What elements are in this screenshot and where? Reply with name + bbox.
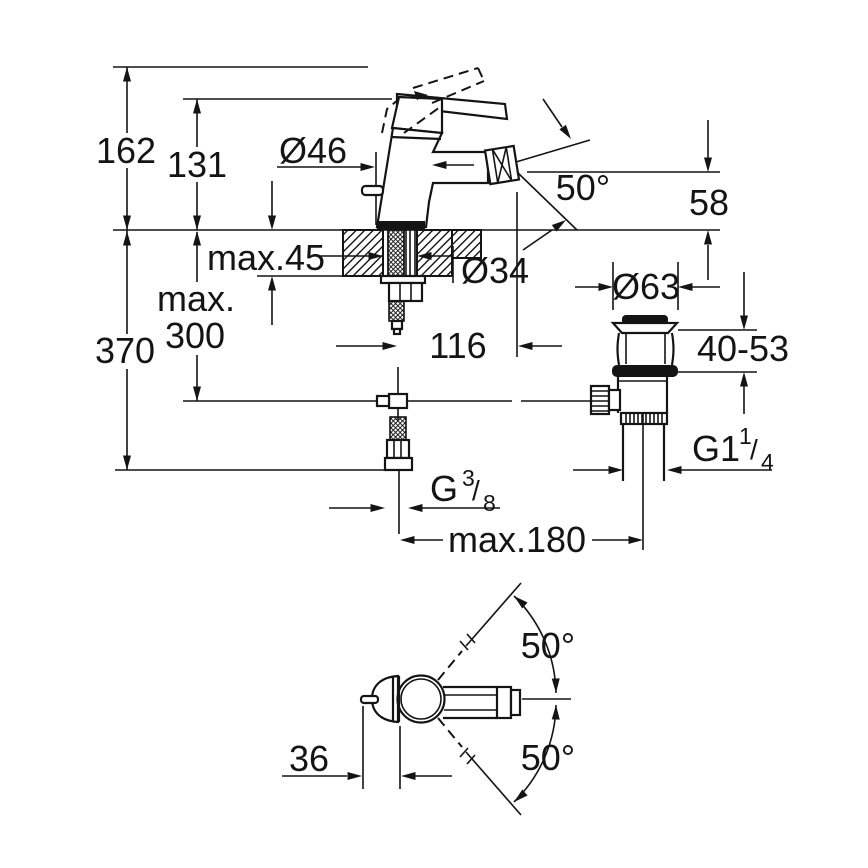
supply-thread-denominator: 8 [483, 490, 496, 516]
top-view-tab [359, 694, 380, 705]
dimension-116: 116 [336, 325, 562, 366]
supply-thread-slash: / [472, 475, 480, 506]
dim-label-overall-height: 162 [96, 130, 156, 171]
dimension-o46: Ø46 [277, 130, 474, 171]
waste-assembly [589, 315, 680, 550]
waste-thread-band [619, 411, 669, 426]
dimension-40-53: 40-53 [697, 272, 789, 414]
dimension-58: 58 [689, 120, 729, 280]
dimension-36: 36 [282, 706, 452, 789]
waste-flange [612, 365, 678, 377]
dimension-max300: max. 300 [157, 231, 235, 401]
side-view: 162 131 370 max. 300 max.45 [95, 66, 789, 560]
dimension-g38: G 3 / 8 [329, 465, 500, 516]
dim-label-body-height: 131 [167, 144, 227, 185]
waste-thread-denominator: 4 [761, 449, 774, 475]
supply-thread-numerator: 3 [462, 465, 475, 491]
dim-label-supply-thread: G [430, 468, 458, 509]
dim-label-spray-angle: 50° [556, 167, 610, 208]
supply-thread-nut [385, 438, 411, 460]
dim-label-hole-diameter: Ø34 [461, 250, 529, 291]
body-outline [375, 126, 490, 229]
dim-label-deck-thickness: max.45 [207, 237, 325, 278]
spray-outlet [483, 144, 521, 186]
faucet-body [360, 67, 591, 251]
dimension-162: 162 [96, 67, 156, 230]
dimension-370: 370 [95, 230, 155, 470]
spray-angle-rays [515, 98, 591, 251]
mounting-nut [387, 281, 424, 303]
top-view-body [359, 674, 571, 724]
raised-lever-dashed [381, 67, 485, 134]
supply-shank [379, 229, 427, 336]
pop-up-rod [375, 367, 414, 534]
dim-label-hose-depth-2: 300 [165, 315, 225, 356]
mounting-deck-section [342, 229, 482, 277]
dim-label-flange-range: 40-53 [697, 328, 789, 369]
handle-swivel-rays: 50° 50° [437, 582, 575, 816]
dimension-g114: G1 1 / 4 [573, 423, 774, 475]
dimension-spray-angle: 50° [556, 167, 610, 208]
dimension-max180: max.180 [400, 519, 643, 560]
dim-label-waste-thread: G1 [692, 428, 740, 469]
dim-label-swivel-down: 50° [521, 737, 575, 778]
dimension-131: 131 [167, 99, 227, 230]
dim-label-waste-cap-diameter: Ø63 [612, 266, 680, 307]
dimension-max45: max.45 [207, 181, 325, 325]
dim-label-swivel-up: 50° [521, 625, 575, 666]
dim-label-hose-depth-1: max. [157, 278, 235, 319]
waste-thread-slash: / [750, 434, 758, 465]
dimension-o34: Ø34 [320, 246, 529, 291]
temp-limiter-tab [360, 184, 385, 197]
base-gasket [377, 221, 425, 230]
waste-thread-numerator: 1 [739, 423, 752, 449]
top-view: 50° 50° 36 [282, 582, 575, 816]
dim-label-overall-depth: 370 [95, 330, 155, 371]
dim-label-tab-offset: 36 [289, 738, 329, 779]
dimension-o63: Ø63 [575, 266, 720, 307]
dim-label-spout-projection: 116 [429, 325, 486, 366]
dim-label-spout-height: 58 [689, 182, 729, 223]
dim-label-rod-reach: max.180 [448, 519, 586, 560]
dim-label-body-diameter: Ø46 [279, 130, 347, 171]
